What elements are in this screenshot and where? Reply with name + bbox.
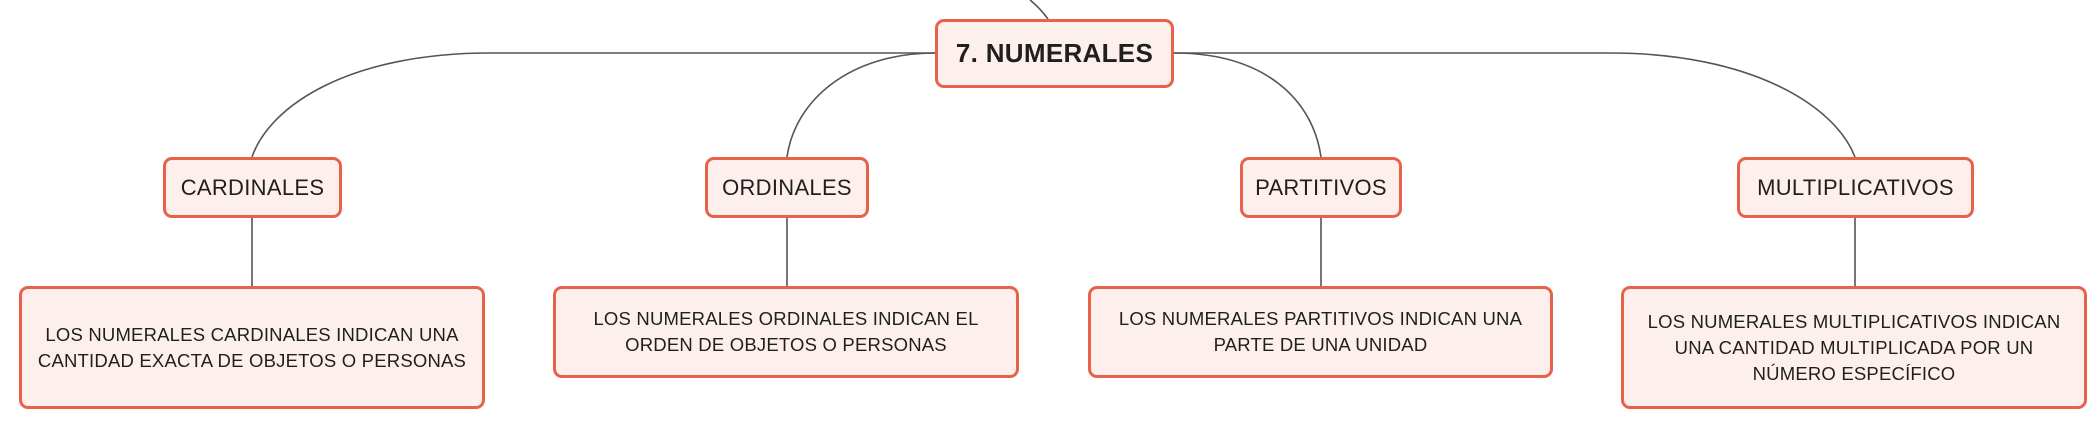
connector-root-multiplicativos [1174,52,1856,158]
description-text-cardinales: LOS NUMERALES CARDINALES INDICAN UNA CAN… [37,323,467,371]
description-node-partitivos[interactable]: LOS NUMERALES PARTITIVOS INDICAN UNA PAR… [1088,286,1553,378]
category-label-partitivos: PARTITIVOS [1255,174,1387,200]
category-label-ordinales: ORDINALES [722,174,852,200]
connector-root-cardinales [251,52,935,158]
category-node-ordinales[interactable]: ORDINALES [705,157,869,218]
connector-root-partitivos [1173,52,1322,158]
description-text-partitivos: LOS NUMERALES PARTITIVOS INDICAN UNA PAR… [1118,308,1523,355]
description-text-multiplicativos: LOS NUMERALES MULTIPLICATIVOS INDICAN UN… [1647,310,2061,384]
description-node-multiplicativos[interactable]: LOS NUMERALES MULTIPLICATIVOS INDICAN UN… [1621,286,2087,409]
description-node-ordinales[interactable]: LOS NUMERALES ORDINALES INDICAN EL ORDEN… [553,286,1019,378]
description-text-ordinales: LOS NUMERALES ORDINALES INDICAN EL ORDEN… [593,308,979,355]
category-node-partitivos[interactable]: PARTITIVOS [1240,157,1402,218]
root-node-label: 7. NUMERALES [955,38,1154,68]
connector-root-ordinales [786,52,936,158]
category-node-multiplicativos[interactable]: MULTIPLICATIVOS [1737,157,1974,218]
category-label-multiplicativos: MULTIPLICATIVOS [1757,174,1954,200]
parent-connector [1029,0,1049,20]
root-node-numerales[interactable]: 7. NUMERALES [935,19,1174,88]
category-node-cardinales[interactable]: CARDINALES [163,157,342,218]
description-node-cardinales[interactable]: LOS NUMERALES CARDINALES INDICAN UNA CAN… [19,286,485,409]
category-label-cardinales: CARDINALES [180,174,325,200]
